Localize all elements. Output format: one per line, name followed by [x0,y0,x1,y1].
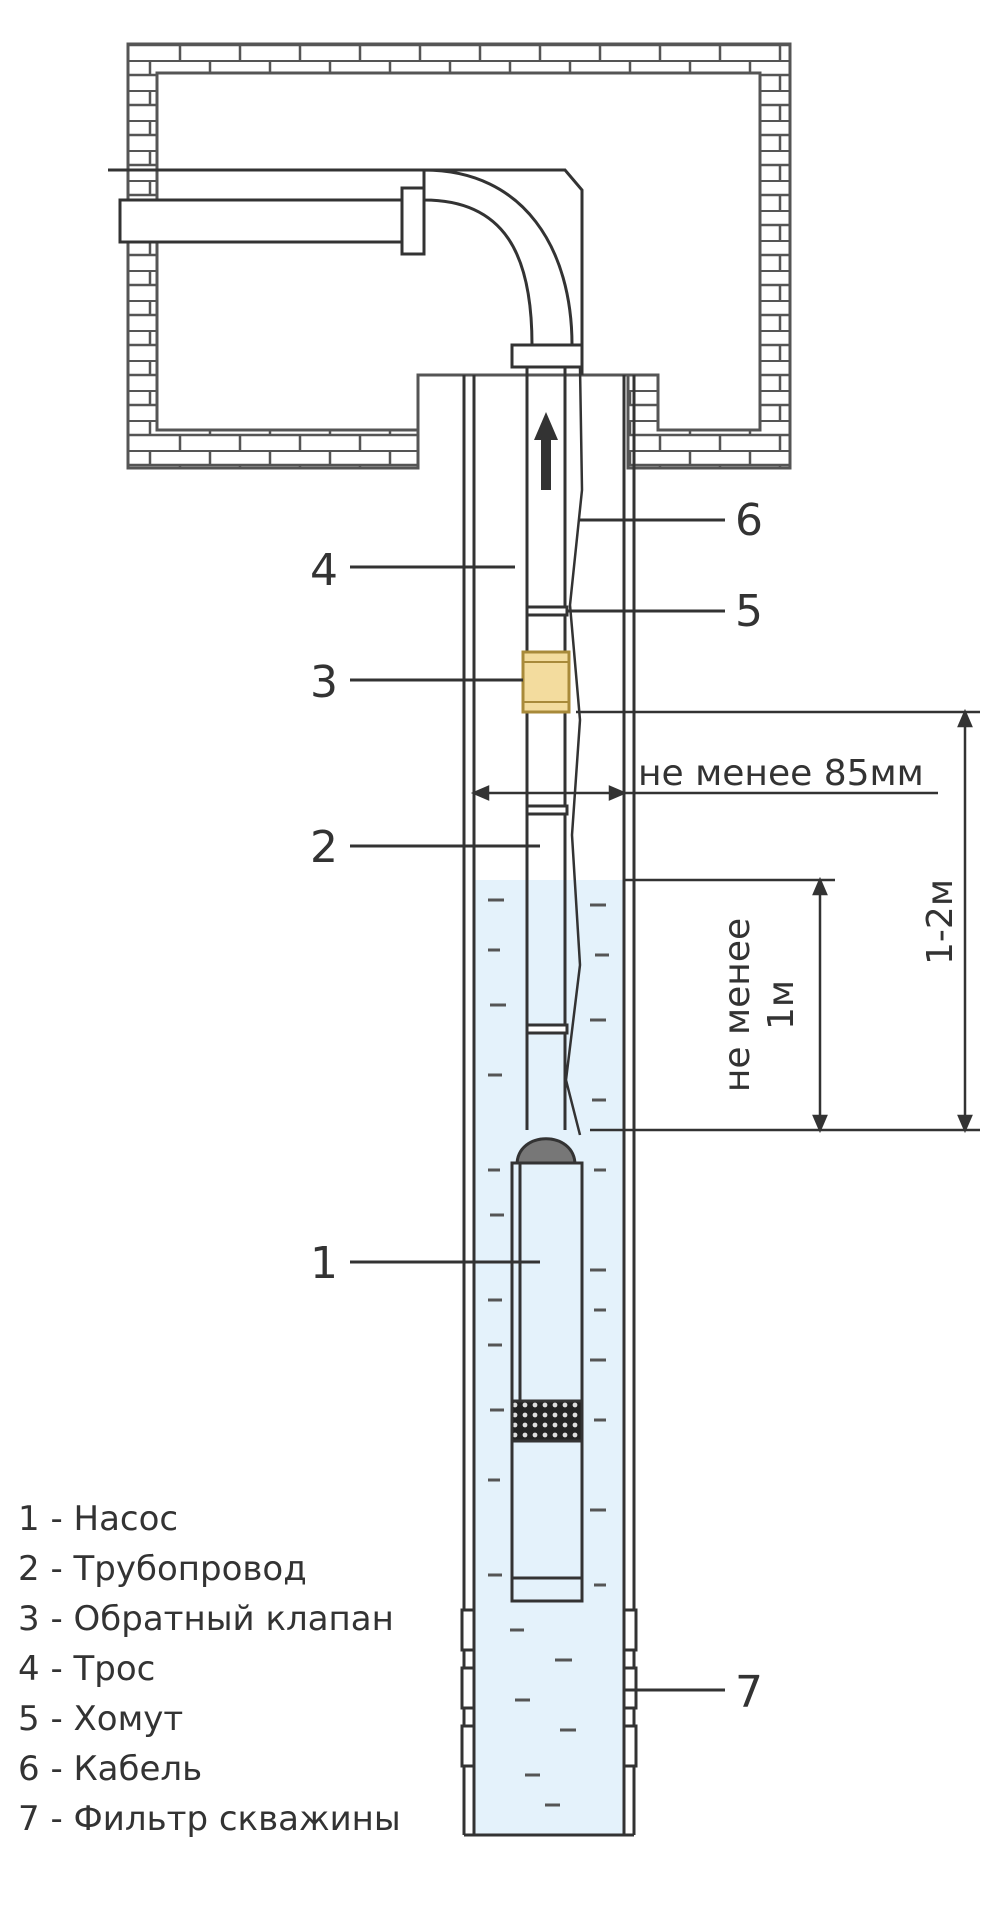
diameter-label: не менее 85мм [638,753,924,794]
dimension-lines [470,708,980,1134]
clamps [525,605,569,1035]
callout-4: 4 [310,545,338,596]
legend-item: 5 - Хомут [18,1699,183,1739]
riser-pipe [525,367,567,1130]
callout-3: 3 [310,657,338,708]
rope-top [108,168,584,375]
legend-item: 6 - Кабель [18,1749,202,1789]
callout-lines [350,518,725,1692]
flow-arrow [534,412,558,490]
depth-label-line1: не менее [717,918,758,1092]
pump-house [126,42,792,470]
water-dashes [488,898,609,1807]
legend-item: 1 - Насос [18,1499,178,1539]
cable [564,366,584,1136]
pump [510,1137,584,1603]
well-filter [460,1608,638,1768]
range-label: 1-2м [920,879,961,965]
legend-item: 2 - Трубопровод [18,1549,307,1589]
callout-1: 1 [310,1238,338,1289]
well-casing [462,375,636,1837]
legend-item: 4 - Трос [18,1649,155,1689]
legend-item: 3 - Обратный клапан [18,1599,394,1639]
discharge-pipe [118,168,584,369]
legend-item: 7 - Фильтр скважины [18,1799,401,1839]
callout-7: 7 [735,1667,763,1718]
callout-6: 6 [735,495,763,546]
callout-2: 2 [310,822,338,873]
callout-5: 5 [735,586,763,637]
depth-label-line2: 1м [761,980,802,1030]
legend: 1 - Насос 2 - Трубопровод 3 - Обратный к… [18,1499,401,1839]
